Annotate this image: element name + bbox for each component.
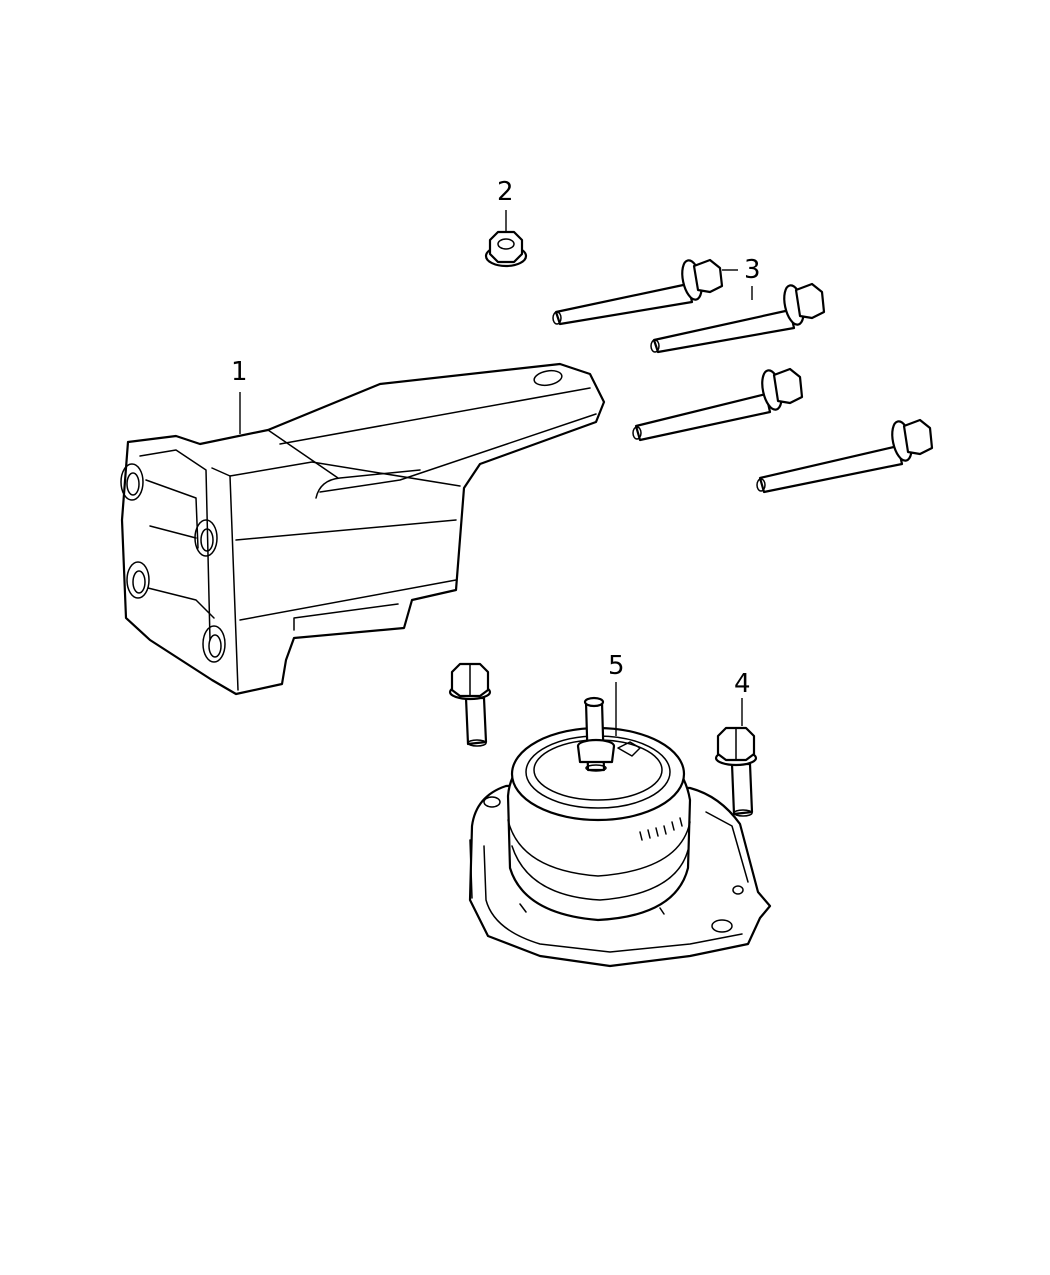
callout-2: 2 bbox=[497, 177, 514, 207]
callout-5: 5 bbox=[608, 651, 625, 681]
callout-3: 3 bbox=[744, 255, 761, 285]
long-bolt-1 bbox=[552, 258, 724, 326]
callout-4: 4 bbox=[734, 669, 751, 699]
long-bolt-4 bbox=[756, 418, 934, 494]
mount-bracket bbox=[120, 362, 606, 696]
callout-1: 1 bbox=[231, 357, 248, 387]
long-bolt-3 bbox=[632, 367, 804, 442]
long-bolt-2 bbox=[650, 282, 826, 354]
flange-nut bbox=[484, 230, 528, 268]
hydraulic-mount bbox=[468, 696, 772, 968]
short-bolt-left bbox=[448, 662, 492, 747]
short-bolt-right bbox=[714, 726, 758, 817]
